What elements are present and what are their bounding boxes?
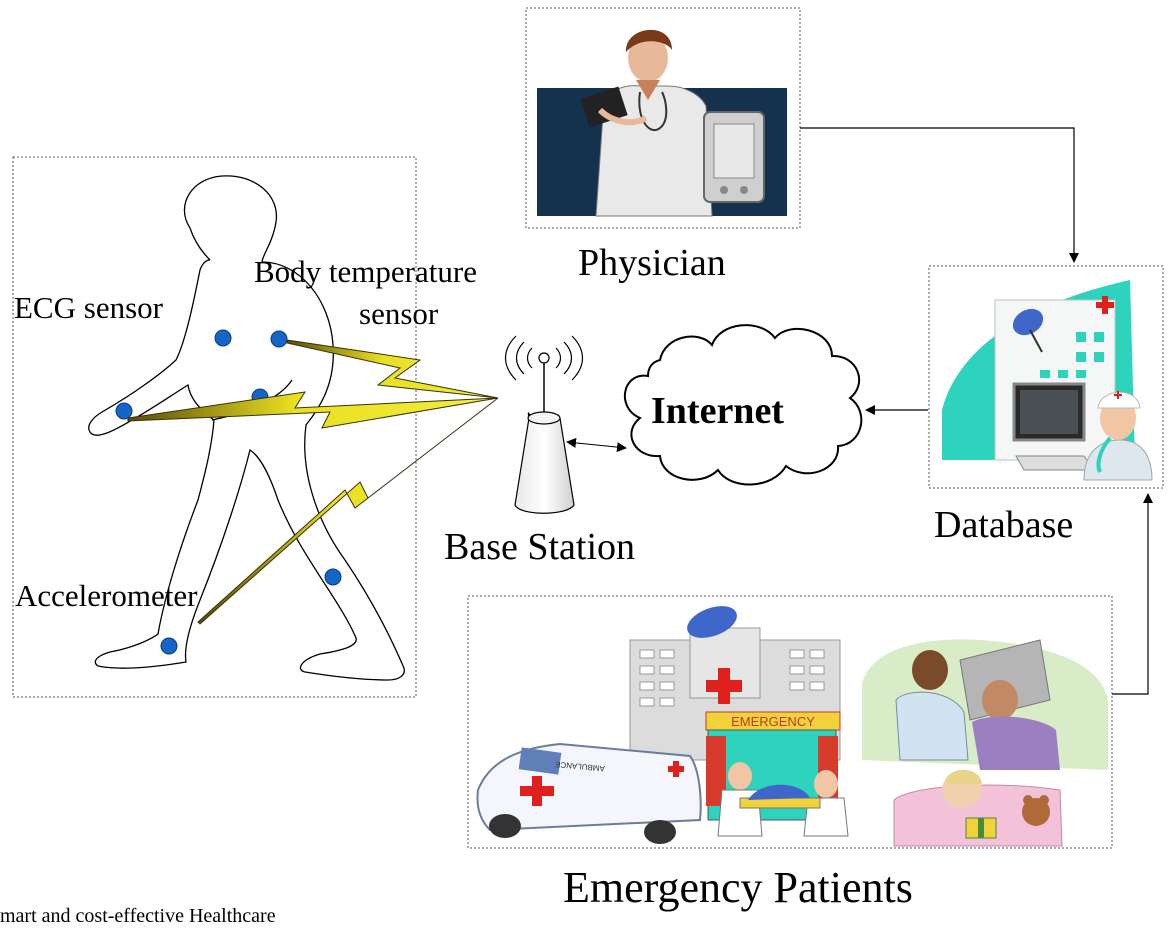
database-box	[928, 265, 1164, 489]
body-temperature-label-line1: Body temperature	[254, 254, 477, 289]
emergency-patients-box	[467, 595, 1113, 849]
body-temperature-label-line2: sensor	[359, 296, 439, 331]
internet-label: Internet	[651, 390, 784, 432]
wireless-link-bolts	[127, 339, 499, 625]
internet-cloud	[623, 324, 863, 486]
base-station-internet-link	[566, 437, 627, 453]
ankle-sensor-dot	[160, 637, 178, 655]
database-label: Database	[934, 504, 1074, 546]
base-station-label: Base Station	[444, 526, 636, 568]
emergency-illustration: EMERGENCY AMBULANCE	[476, 606, 1108, 847]
emergency-database-arrow	[1112, 493, 1153, 695]
body-sensor-box	[12, 156, 417, 698]
body-temperature-sensor-dot	[270, 330, 288, 348]
physician-illustration	[537, 29, 787, 217]
wrist-sensor-dot	[115, 402, 133, 420]
physician-label: Physician	[578, 242, 726, 284]
ecg-sensor-dot	[214, 329, 232, 347]
knee-sensor-dot	[324, 568, 342, 586]
signal-waves-icon	[504, 335, 584, 381]
bolt-wrist	[127, 391, 499, 429]
database-illustration	[942, 280, 1153, 481]
bolt-temperature	[286, 339, 499, 399]
sensor-dots	[115, 329, 342, 655]
physician-box	[525, 7, 801, 229]
physician-database-arrow	[800, 127, 1079, 263]
base-station-tower	[514, 352, 575, 514]
emergency-sign-text: EMERGENCY	[731, 714, 815, 729]
caption-fragment: mart and cost-effective Healthcare	[0, 905, 276, 927]
emergency-patients-label: Emergency Patients	[563, 863, 913, 912]
accelerometer-label: Accelerometer	[15, 578, 198, 613]
bolt-accelerometer	[197, 397, 499, 625]
ambulance-text: AMBULANCE	[555, 760, 605, 773]
ecg-sensor-label: ECG sensor	[14, 290, 163, 325]
